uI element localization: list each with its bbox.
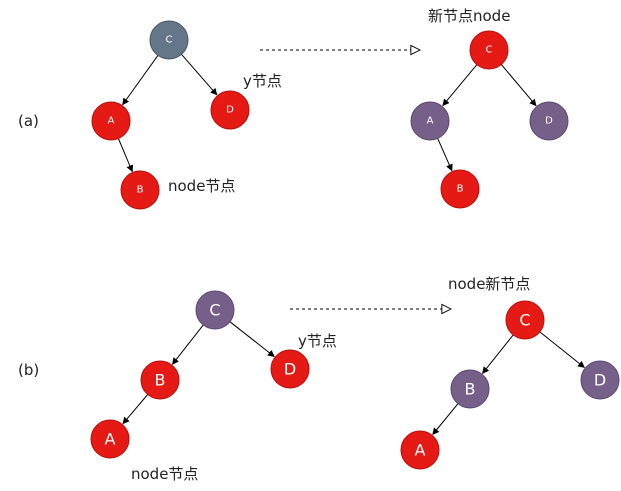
panel-b-before-node-A-label: A — [105, 430, 116, 449]
panel-a-before-node-D-circle — [210, 90, 250, 130]
transition-arrows-layer — [260, 50, 451, 309]
panel-b-after-node-D-circle — [580, 360, 620, 400]
panel-b-after-node-B-circle — [450, 369, 490, 409]
panel-a-after-node-D: D — [529, 101, 569, 141]
panel-b-after-node-C-label: C — [519, 311, 530, 330]
panel-a-before-node-A: A — [91, 101, 131, 141]
panel-a-before-y-annotation: y节点 — [243, 72, 282, 90]
panel-b-before-node-C-circle — [195, 290, 235, 330]
panel-b-after-node-D-label: D — [594, 371, 606, 390]
panel-b-after-edge-B-A — [432, 403, 459, 436]
panel-a-after-node-B-label: B — [457, 184, 464, 195]
panel-b-after-edge-C-B — [482, 334, 514, 374]
panel-b-label: (b) — [18, 361, 39, 379]
panel-b-after-node-B: B — [450, 369, 490, 409]
panel-b-before-node-B: B — [140, 360, 180, 400]
panel-a-label: (a) — [18, 112, 39, 130]
panel-b-before-edge-C-B — [171, 324, 204, 365]
panel-a-after-node-B: B — [440, 169, 480, 209]
panel-a-after-edge-A-B — [437, 138, 453, 172]
panel-a-before-node-C-label: C — [166, 35, 173, 46]
panel-a-before-node-C-circle — [149, 20, 189, 60]
panel-b-before-node-B-label: B — [155, 371, 166, 390]
panel-a-before-node-B-label: B — [137, 185, 144, 196]
panel-a-before-node-B-circle — [120, 170, 160, 210]
panel-b-before-node-A-circle — [90, 419, 130, 459]
panel-a-before-edge-C-A — [122, 55, 159, 106]
panel-b-after-node-B-label: B — [465, 380, 476, 399]
panel-a-before-edge-A-B — [117, 138, 134, 173]
panel-a-before-node-annotation: node节点 — [168, 177, 235, 195]
panel-b-before-node-D-circle — [270, 349, 310, 389]
panel-a-before-node-D: D — [210, 90, 250, 130]
panel-b-after-node-A-circle — [400, 430, 440, 470]
panel-b-after-node-C: C — [505, 300, 545, 340]
panel-b-after-node-annotation: node新节点 — [448, 275, 530, 293]
panel-a-after-node-D-label: D — [545, 116, 553, 127]
panel-a-after-node-A-circle — [410, 101, 450, 141]
panel-b-before-node-D-label: D — [284, 360, 296, 379]
panel-a-after-edge-C-A — [442, 64, 478, 107]
panel-b-before-y-annotation: y节点 — [298, 332, 337, 350]
panel-a-before-node-D-label: D — [226, 105, 234, 116]
panel-a-after-node-C: C — [469, 30, 509, 70]
edges-layer — [117, 53, 585, 436]
text-layer: (a) (b) y节点 node节点 新节点node y节点 node节点 no… — [18, 7, 530, 483]
panel-b-before-node-B-circle — [140, 360, 180, 400]
panel-a-after-node-annotation: 新节点node — [428, 7, 510, 25]
panel-a-before-node-C: C — [149, 20, 189, 60]
panel-a-before-node-A-circle — [91, 101, 131, 141]
panel-a-before-edge-C-D — [181, 53, 218, 96]
panel-a-after-node-A-label: A — [427, 116, 434, 127]
panel-b-after-node-A-label: A — [415, 441, 426, 460]
panel-a-before-node-B: B — [120, 170, 160, 210]
panel-a-after-node-C-label: C — [486, 45, 493, 56]
panel-a-after-node-B-circle — [440, 169, 480, 209]
panel-b-before-node-A: A — [90, 419, 130, 459]
panel-b-before-edge-B-A — [122, 394, 149, 425]
panel-b-before-node-C-label: C — [209, 301, 220, 320]
panel-b-before-node-annotation: node节点 — [131, 465, 198, 483]
panel-a-after-edge-C-D — [500, 64, 537, 107]
panel-b-before-edge-C-D — [229, 321, 275, 358]
panel-a-after-node-C-circle — [469, 30, 509, 70]
panel-b-before-node-D: D — [270, 349, 310, 389]
panel-b-after-node-A: A — [400, 430, 440, 470]
panel-b-after-node-D: D — [580, 360, 620, 400]
panel-b-before-node-C: C — [195, 290, 235, 330]
panel-a-before-node-A-label: A — [108, 116, 115, 127]
panel-a-after-node-D-circle — [529, 101, 569, 141]
nodes-layer: C A D B C A D B C B D A C B D A — [90, 20, 620, 470]
panel-b-after-edge-C-D — [539, 331, 585, 368]
panel-b-after-node-C-circle — [505, 300, 545, 340]
panel-a-after-node-A: A — [410, 101, 450, 141]
